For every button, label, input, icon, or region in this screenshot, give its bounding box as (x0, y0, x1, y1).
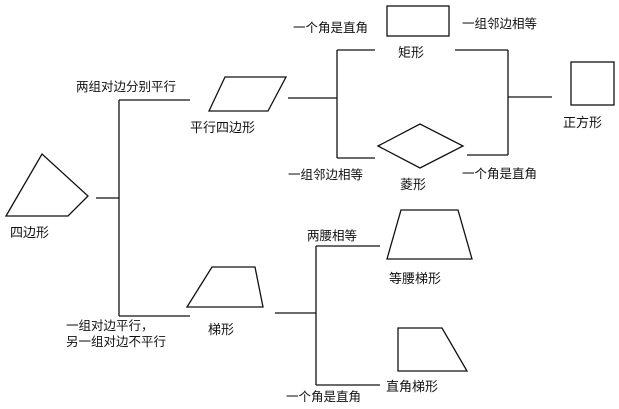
parallelogram-icon (207, 76, 288, 112)
condition-one-pair-parallel-line1: 一组对边平行， (66, 318, 154, 333)
condition-legs-equal: 两腰相等 (307, 228, 358, 243)
square-label: 正方形 (563, 116, 603, 131)
parallelogram-label: 平行四边形 (190, 121, 256, 136)
condition-two-pairs-parallel: 两组对边分别平行 (76, 79, 177, 94)
rhombus-label: 菱形 (400, 178, 427, 193)
parallelogram-branch-connector (288, 49, 375, 159)
square-icon (570, 61, 615, 106)
connector-lines (96, 49, 552, 386)
trapezoid-branch-connector (275, 245, 380, 386)
rectangle-icon (386, 5, 450, 37)
condition-rhombus-adjacent-equal: 一组邻边相等 (288, 167, 364, 182)
condition-trap-right-angle: 一个角是直角 (286, 389, 362, 404)
condition-rhombus-to-square-right-angle: 一个角是直角 (462, 166, 538, 181)
quadrilateral-icon (4, 152, 89, 217)
condition-rect-to-square-adjacent-equal: 一组邻边相等 (462, 16, 538, 31)
rhombus-icon (376, 123, 465, 169)
quadrilateral-label: 四边形 (10, 226, 50, 241)
quad-branch-connector (96, 99, 190, 317)
square-merge-connector (455, 49, 552, 156)
trapezoid-label: 梯形 (208, 323, 235, 338)
condition-one-pair-parallel-line2: 另一组对边不平行 (66, 334, 167, 349)
condition-rect-right-angle: 一个角是直角 (293, 20, 369, 35)
trapezoid-icon (185, 266, 264, 308)
right-trapezoid-icon (397, 327, 469, 372)
rectangle-label: 矩形 (398, 46, 425, 61)
isosceles-trapezoid-icon (386, 209, 473, 260)
isosceles-trapezoid-label: 等腰梯形 (389, 272, 442, 287)
right-trapezoid-label: 直角梯形 (386, 380, 439, 395)
